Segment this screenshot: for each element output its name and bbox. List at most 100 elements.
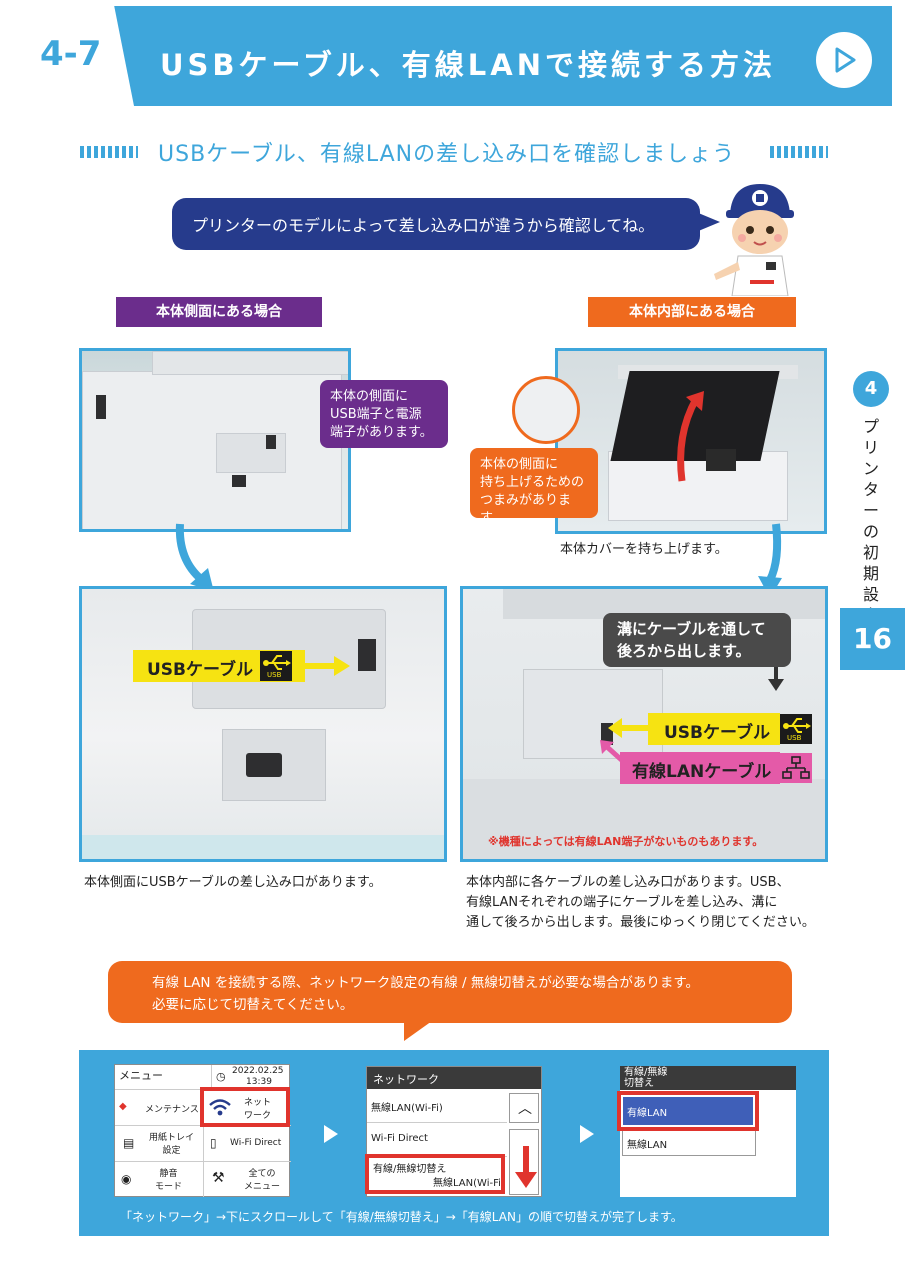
- page-number: 16: [840, 608, 905, 670]
- caption-inside-ports: 本体内部に各ケーブルの差し込み口があります。USB、 有線LANそれぞれの端子に…: [466, 873, 815, 933]
- callout-line: 本体の側面に: [330, 389, 409, 404]
- lift-arrow-icon: [677, 391, 704, 482]
- tag-inner-location: 本体内部にある場合: [588, 297, 796, 327]
- usb-port-small: [266, 435, 276, 449]
- switch-title-line: 有線/無線: [624, 1067, 668, 1078]
- next-button[interactable]: [816, 32, 872, 88]
- callout-line: 溝にケーブルを通して: [617, 620, 766, 638]
- callout-line: 持ち上げるための: [480, 475, 585, 490]
- scroll-down-button[interactable]: [509, 1129, 539, 1195]
- menu-item-network[interactable]: ネット ワーク: [200, 1087, 290, 1127]
- tag-side-location: 本体側面にある場合: [116, 297, 322, 327]
- callout-line: 後ろから出します。: [617, 642, 751, 660]
- usb-icon-text: USB: [787, 734, 802, 742]
- menu-date: 2022.02.25: [232, 1066, 284, 1076]
- mascot-icon: [714, 184, 794, 296]
- lan-icon: [780, 753, 812, 783]
- network-item-wifi-direct[interactable]: Wi-Fi Direct: [367, 1123, 507, 1157]
- network-title: ネットワーク: [367, 1067, 541, 1089]
- quiet-icon: ◉: [121, 1172, 132, 1186]
- clock-icon: ◷: [216, 1070, 226, 1083]
- caption-line: 有線LANそれぞれの端子にケーブルを差し込み、溝に: [466, 895, 778, 910]
- tray-icon: ▤: [123, 1136, 135, 1150]
- menu-item-all[interactable]: ⚒ 全ての メニュー: [203, 1161, 291, 1197]
- switch-screen: 有線/無線 切替え 無線LAN: [620, 1066, 796, 1197]
- usb-label-text: USBケーブル: [664, 723, 770, 743]
- menu-item-label: メンテナンス: [145, 1105, 199, 1115]
- callout-line: USB端子と電源: [330, 407, 422, 422]
- usb-label-text: USBケーブル: [147, 660, 253, 680]
- tools-icon: ⚒: [212, 1170, 225, 1186]
- menu-title: メニュー: [119, 1069, 163, 1082]
- menu-item-label: Wi-Fi Direct: [230, 1138, 282, 1148]
- switch-item-label: 有線LAN: [627, 1108, 668, 1119]
- usb-cable-label-right: USBケーブル: [648, 713, 780, 745]
- section-subtitle: USBケーブル、有線LANの差し込み口を確認しましょう: [158, 142, 736, 167]
- network-item-value: 無線LAN(Wi-Fi: [433, 1178, 501, 1189]
- switch-title: 有線/無線 切替え: [620, 1066, 796, 1090]
- network-item-wireless[interactable]: 無線LAN(Wi-Fi): [367, 1089, 507, 1123]
- section-number-box: 4-7: [24, 6, 134, 106]
- menu-item-label: 全ての メニュー: [244, 1169, 281, 1192]
- printer-hinge: [96, 395, 106, 419]
- switch-title-line: 切替え: [624, 1078, 654, 1089]
- note-lan-optional: ※機種によっては有線LAN端子がないものもあります。: [488, 835, 764, 848]
- network-item-label: Wi-Fi Direct: [371, 1133, 428, 1144]
- play-icon: [835, 47, 856, 73]
- switch-item-wired[interactable]: 有線LAN: [617, 1091, 759, 1131]
- usb-port: [358, 639, 376, 671]
- menu-item-quiet[interactable]: ◉ 静音 モード: [115, 1161, 203, 1197]
- wifi-icon: [209, 1099, 231, 1116]
- chapter-badge: 4: [853, 371, 889, 407]
- ink-icon: ◆: [119, 1101, 127, 1112]
- callout-groove: 溝にケーブルを通して 後ろから出します。: [603, 613, 791, 667]
- clock-area: ◷ 2022.02.25 13:39: [211, 1065, 289, 1089]
- caption-lift-cover: 本体カバーを持ち上げます。: [560, 542, 728, 557]
- switch-item-label: 無線LAN: [627, 1140, 668, 1151]
- menu-item-label: 静音 モード: [155, 1169, 183, 1192]
- callout-line: 端子があります。: [330, 425, 433, 440]
- usb-icon: USB: [780, 714, 812, 744]
- lan-label-text: 有線LANケーブル: [632, 762, 772, 782]
- inner-tray: [463, 779, 825, 859]
- callout-lift-handle: 本体の側面に 持ち上げるための つまみがあります。: [470, 448, 598, 526]
- lan-cable-label: 有線LANケーブル: [620, 752, 780, 784]
- usb-icon: USB: [260, 651, 292, 681]
- network-item-label: 有線/無線切替え: [373, 1164, 447, 1175]
- menu-item-label: 用紙トレイ 設定: [149, 1133, 195, 1156]
- section-number: 4-7: [40, 34, 102, 74]
- control-panel: [706, 449, 736, 471]
- callout-line: つまみがあります。: [480, 493, 572, 526]
- printer-top: [152, 351, 348, 375]
- photo-printer-side: [79, 348, 351, 532]
- menu-item-wifi-direct[interactable]: ▯ Wi-Fi Direct: [203, 1125, 291, 1161]
- usb-icon-text: USB: [267, 671, 282, 679]
- printer-housing: [82, 371, 342, 529]
- notice-line: 必要に応じて切替えてください。: [152, 997, 354, 1013]
- menu-item-tray[interactable]: ▤ 用紙トレイ 設定: [115, 1125, 203, 1161]
- wired-lan-highlight: 有線LAN: [623, 1097, 753, 1125]
- subtitle-decoration-right: [770, 146, 828, 158]
- chapter-title: プリンターの初期設定: [862, 417, 879, 625]
- page-title: USBケーブル、有線LANで接続する方法: [160, 48, 776, 82]
- caption-side-ports: 本体側面にUSBケーブルの差し込み口があります。: [84, 875, 382, 890]
- phone-icon: ▯: [210, 1136, 217, 1150]
- callout-line: 本体の側面に: [480, 457, 559, 472]
- photo-printer-open: [555, 348, 827, 534]
- power-port-small: [232, 475, 246, 487]
- switch-item-wireless[interactable]: 無線LAN: [622, 1128, 756, 1156]
- menu-screen: メニュー ◷ 2022.02.25 13:39 ◆ メンテナンス ▤ 用紙トレイ…: [114, 1064, 291, 1197]
- zoom-circle: [512, 376, 580, 444]
- network-item-label: 無線LAN(Wi-Fi): [371, 1103, 443, 1114]
- notice-box: 有線 LAN を接続する際、ネットワーク設定の有線 / 無線切替えが必要な場合が…: [108, 961, 792, 1041]
- menu-time: 13:39: [246, 1077, 272, 1087]
- menu-item-maintenance[interactable]: ◆ メンテナンス: [115, 1089, 203, 1125]
- down-pointer-icon: [768, 667, 784, 691]
- scroll-up-button[interactable]: ︿: [509, 1093, 539, 1123]
- step-arrow-icon: [324, 1125, 338, 1143]
- photo-side-closeup: [79, 586, 447, 862]
- power-port: [246, 753, 282, 777]
- network-item-switch[interactable]: 有線/無線切替え 無線LAN(Wi-Fi: [365, 1154, 505, 1194]
- menu-item-label: ネット ワーク: [244, 1098, 272, 1121]
- caption-line: 通して後ろから出します。最後にゆっくり閉じてください。: [466, 915, 815, 930]
